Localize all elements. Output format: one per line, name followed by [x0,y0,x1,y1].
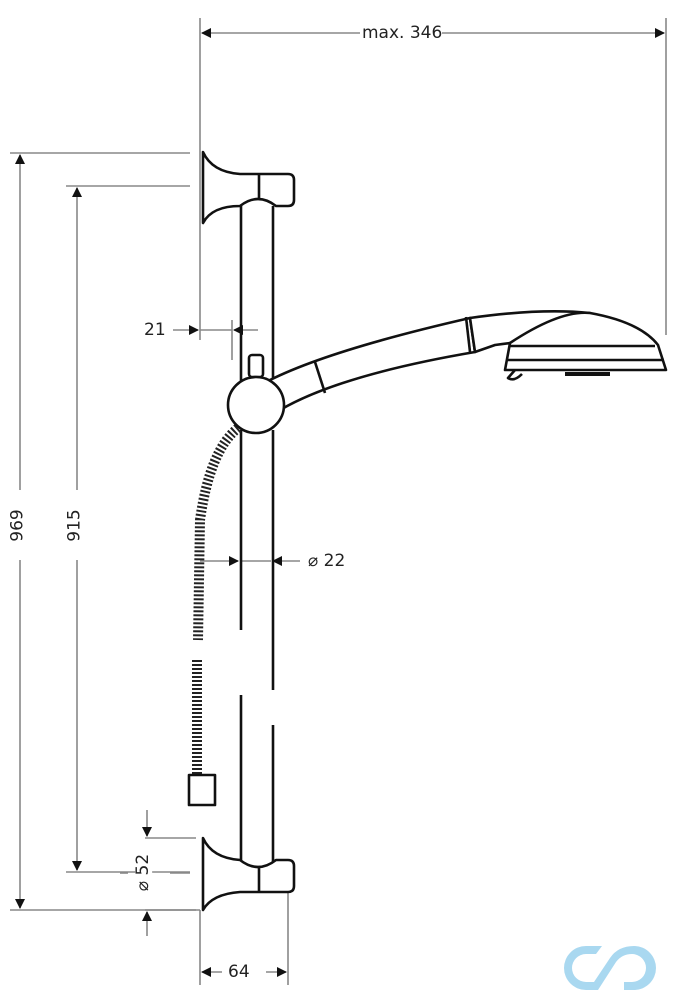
slider-knob-top [247,353,265,379]
dimension-lines [10,18,667,985]
shower-set [187,150,668,912]
shower-head [503,311,668,372]
slider-ball [226,375,286,435]
total-height-label: 969 [7,509,28,542]
bracket-depth-label: 64 [228,962,250,982]
shower-hose [193,424,242,641]
rail-diameter-label: ⌀ 22 [308,551,346,571]
rail-length-label: 915 [64,509,85,542]
bottom-bracket [201,836,296,912]
top-bracket [201,150,296,225]
wall-offset-label: 21 [144,320,166,340]
cd-logo-icon [564,946,656,990]
bracket-diameter-label: ⌀ 52 [133,853,154,892]
hose-nut [187,773,217,807]
shower-arm [268,316,477,412]
max-width-label: max. 346 [362,23,443,43]
